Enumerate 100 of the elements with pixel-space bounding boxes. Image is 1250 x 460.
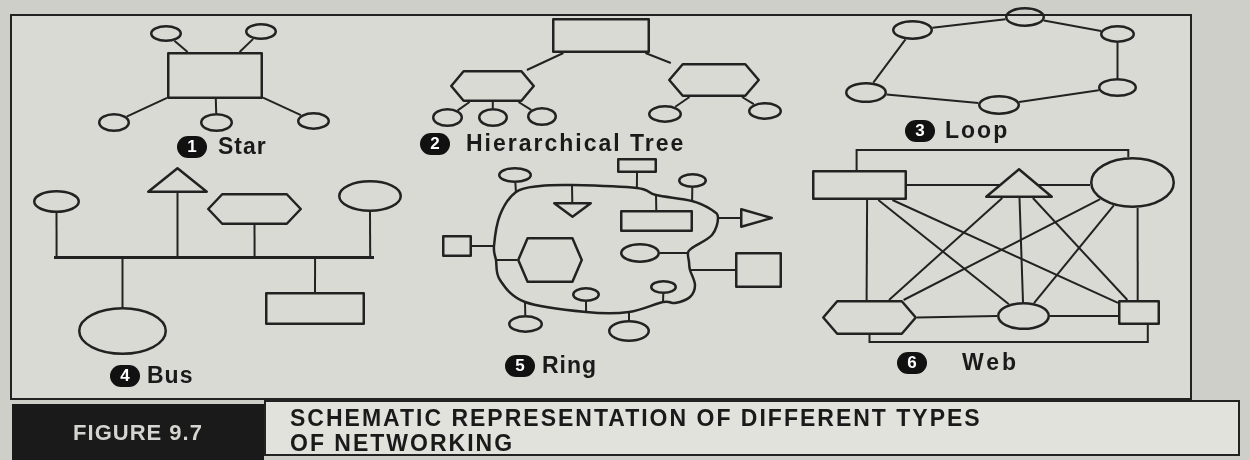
hexagon-node <box>822 300 917 335</box>
connector-line <box>868 324 1149 343</box>
hexagon-node <box>517 237 583 283</box>
circle-node <box>1098 78 1137 97</box>
hexagon-node <box>668 63 760 97</box>
number-badge: 3 <box>905 120 935 142</box>
connector-line <box>1116 42 1119 79</box>
circle-node <box>892 20 933 40</box>
connector-line <box>902 198 1102 301</box>
topology-label: Loop <box>945 117 1010 143</box>
rectangle-node <box>265 292 365 325</box>
topology-label: Bus <box>147 362 194 388</box>
number-badge: 4 <box>110 365 140 387</box>
circle-node <box>150 25 182 42</box>
rectangle-node <box>442 235 472 257</box>
circle-node <box>845 82 887 103</box>
hexagon-node <box>207 193 302 225</box>
circle-node <box>1090 157 1175 208</box>
topology-label: Hierarchical Tree <box>466 130 686 156</box>
rectangle-node <box>735 252 782 288</box>
connector-line <box>471 245 495 248</box>
connector-line <box>585 301 588 313</box>
circle-node <box>978 95 1020 115</box>
circle-node <box>478 108 508 127</box>
circle-node <box>78 307 167 355</box>
triangle-node <box>147 167 208 193</box>
connector-line <box>635 172 638 189</box>
circle-node <box>648 105 682 123</box>
circle-node <box>98 113 130 132</box>
connector-line <box>253 224 256 259</box>
connector-line <box>741 96 755 106</box>
connector-line <box>176 192 179 259</box>
connector-line <box>916 315 998 319</box>
triangle-node <box>553 202 592 218</box>
rectangle-node <box>167 52 263 99</box>
connector-line <box>262 96 302 117</box>
connector-line <box>491 101 494 109</box>
connector-line <box>885 93 980 105</box>
topology-label: Star <box>218 133 267 159</box>
connector-line <box>662 293 665 303</box>
circle-node <box>432 108 463 127</box>
circle-node <box>608 320 650 342</box>
connector-line <box>571 183 574 203</box>
circle-node <box>678 173 707 188</box>
connector-line <box>1136 207 1139 301</box>
connector-line <box>888 197 1004 301</box>
circle-node <box>245 23 277 40</box>
caption-box: SCHEMATIC REPRESENTATION OF DIFFERENT TYPES OF NETWORKING <box>264 400 1240 456</box>
connector-line <box>1049 315 1119 317</box>
connector-line <box>214 98 218 114</box>
connector-line <box>1031 197 1129 301</box>
connector-line <box>1037 184 1091 187</box>
circle-node <box>620 243 660 263</box>
connector-line <box>659 251 689 254</box>
circle-node <box>498 167 532 183</box>
connector-line <box>877 199 1010 306</box>
connector-line <box>514 182 517 193</box>
connector-line <box>891 199 1119 304</box>
circle-node <box>508 315 543 333</box>
rectangle-node <box>1118 300 1160 325</box>
rectangle-node <box>620 210 693 232</box>
triangle-node <box>985 168 1053 198</box>
connector-line <box>1042 19 1102 32</box>
ring-loop <box>493 183 720 313</box>
rectangle-node <box>812 170 907 200</box>
circle-node <box>572 287 600 302</box>
rectangle-node <box>617 158 657 173</box>
connector-line <box>238 37 255 53</box>
topology-label: Ring <box>542 352 598 378</box>
circle-node <box>1005 7 1045 27</box>
circle-node <box>297 112 330 130</box>
connector-line <box>1018 197 1024 303</box>
connector-line <box>906 184 1001 187</box>
connector-line <box>644 52 672 64</box>
topology-label: Web <box>962 349 1020 375</box>
figure-number-box: FIGURE 9.7 <box>12 404 264 460</box>
connector-line <box>517 101 533 111</box>
triangle-node <box>740 208 773 228</box>
connector-line <box>524 300 527 316</box>
number-badge: 2 <box>420 133 450 155</box>
connector-line <box>121 256 124 308</box>
number-badge: 5 <box>505 355 535 377</box>
circle-node <box>650 280 677 294</box>
circle-node <box>338 180 402 212</box>
connector-line <box>717 217 741 219</box>
connector-line <box>125 96 168 118</box>
circle-node <box>527 107 557 126</box>
connector-line <box>855 149 1130 171</box>
circle-node <box>1100 25 1135 43</box>
circle-node <box>748 102 782 120</box>
circle-node <box>200 113 233 132</box>
connector-line <box>369 211 372 259</box>
connector-line <box>1018 89 1100 103</box>
number-badge: 1 <box>177 136 207 158</box>
connector-line <box>931 18 1007 29</box>
connector-line <box>314 256 317 293</box>
connector-line <box>495 259 518 261</box>
connector-line <box>1033 204 1115 305</box>
number-badge: 6 <box>897 352 927 374</box>
circle-node <box>997 302 1050 330</box>
